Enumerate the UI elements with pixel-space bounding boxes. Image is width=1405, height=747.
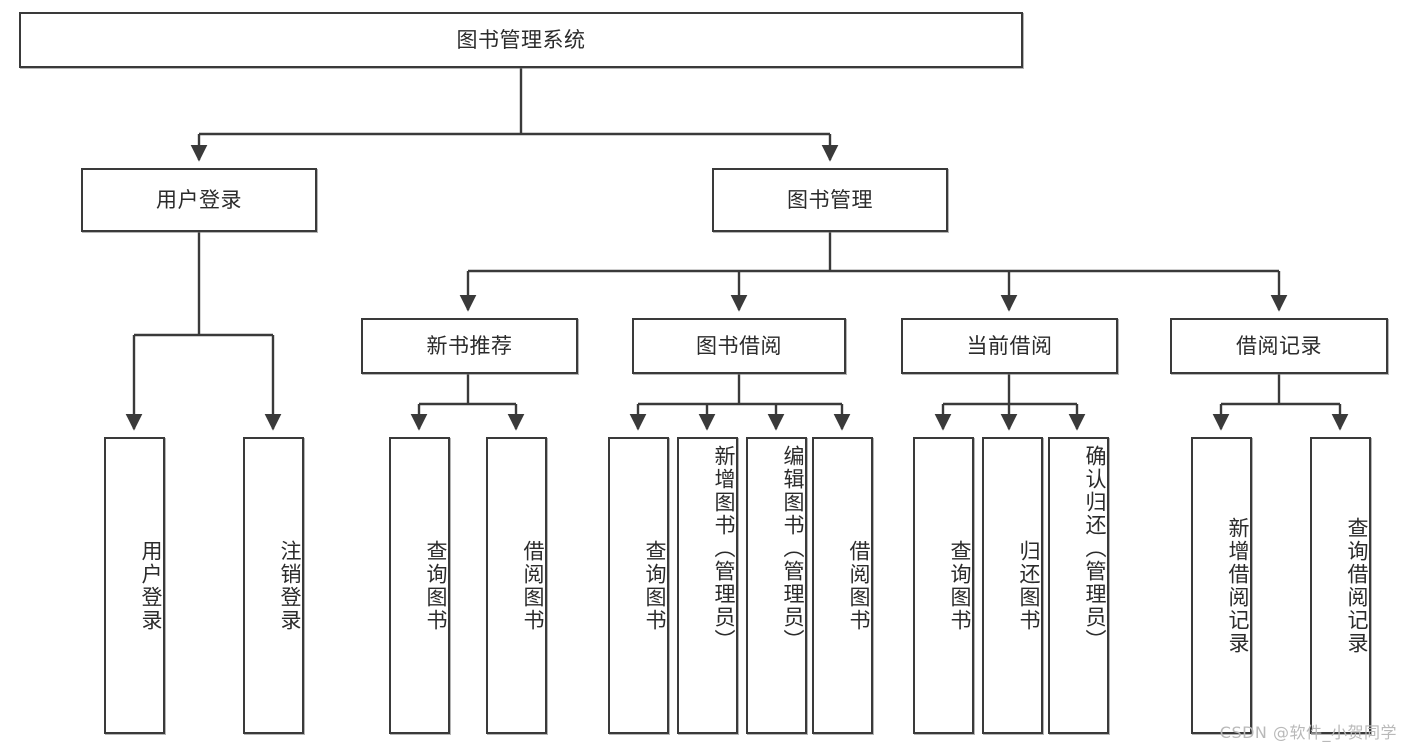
node-label: 注销登录 xyxy=(278,539,302,632)
node-label: 查询图书 xyxy=(424,539,448,632)
leaf-record-add-record[interactable]: 新增借阅记录 xyxy=(1191,437,1252,734)
leaf-recommend-query-book[interactable]: 查询图书 xyxy=(389,437,450,734)
leaf-borrow-borrow-book[interactable]: 借阅图书 xyxy=(812,437,873,734)
node-label: 新增借阅记录 xyxy=(1226,516,1250,655)
node-book-management[interactable]: 图书管理 xyxy=(712,168,948,232)
leaf-current-query-book[interactable]: 查询图书 xyxy=(913,437,974,734)
leaf-recommend-borrow-book[interactable]: 借阅图书 xyxy=(486,437,547,734)
leaf-current-confirm-return-admin[interactable]: 确认归还（管理员） xyxy=(1048,437,1109,734)
node-label: 借阅图书 xyxy=(847,539,871,632)
node-label: 新书推荐 xyxy=(426,333,513,358)
node-label: 借阅记录 xyxy=(1236,333,1322,358)
node-label: 查询图书 xyxy=(643,539,667,632)
node-root-system[interactable]: 图书管理系统 xyxy=(19,12,1023,68)
leaf-user-login-login[interactable]: 用户登录 xyxy=(104,437,165,734)
node-label: 编辑图书（管理员） xyxy=(781,445,805,652)
node-user-login[interactable]: 用户登录 xyxy=(81,168,317,232)
node-label: 查询图书 xyxy=(948,539,972,632)
leaf-borrow-query-book[interactable]: 查询图书 xyxy=(608,437,669,734)
csdn-watermark: CSDN @软件_小贺同学 xyxy=(1219,723,1397,742)
node-label: 图书管理系统 xyxy=(456,27,586,52)
leaf-borrow-add-book-admin[interactable]: 新增图书（管理员） xyxy=(677,437,738,734)
node-label: 图书借阅 xyxy=(696,333,782,358)
node-label: 用户登录 xyxy=(139,539,163,632)
node-label: 用户登录 xyxy=(156,187,242,212)
node-book-borrow[interactable]: 图书借阅 xyxy=(632,318,846,374)
node-label: 归还图书 xyxy=(1017,539,1041,632)
node-label: 当前借阅 xyxy=(966,333,1053,358)
leaf-current-return-book[interactable]: 归还图书 xyxy=(982,437,1043,734)
node-new-book-recommend[interactable]: 新书推荐 xyxy=(361,318,578,374)
node-label: 查询借阅记录 xyxy=(1345,516,1369,655)
node-current-borrow[interactable]: 当前借阅 xyxy=(901,318,1118,374)
node-borrow-record[interactable]: 借阅记录 xyxy=(1170,318,1388,374)
node-label: 确认归还（管理员） xyxy=(1083,445,1107,652)
leaf-borrow-edit-book-admin[interactable]: 编辑图书（管理员） xyxy=(746,437,807,734)
node-label: 新增图书（管理员） xyxy=(712,445,736,652)
leaf-user-login-logout[interactable]: 注销登录 xyxy=(243,437,304,734)
node-label: 图书管理 xyxy=(787,187,873,212)
node-label: 借阅图书 xyxy=(521,539,545,632)
leaf-record-query-record[interactable]: 查询借阅记录 xyxy=(1310,437,1371,734)
